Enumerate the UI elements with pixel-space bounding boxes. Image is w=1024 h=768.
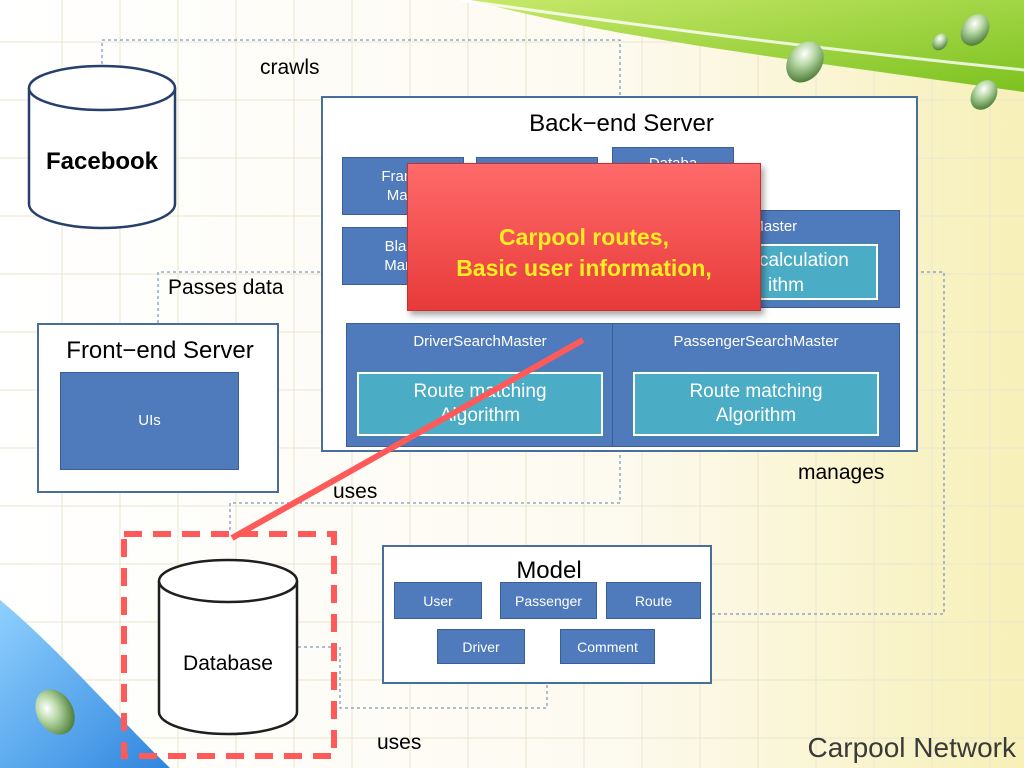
database-highlight bbox=[121, 531, 337, 759]
route-matching-right-line2: Algorithm bbox=[715, 405, 797, 426]
uses-bottom-label: uses bbox=[377, 731, 422, 754]
facebook-cylinder: Facebook bbox=[27, 64, 177, 230]
driver-search-master-label: DriverSearchMaster bbox=[413, 333, 547, 350]
model-user: User bbox=[394, 582, 482, 619]
cylinder-shape bbox=[27, 64, 177, 230]
callout-line2: Basic user information, bbox=[456, 255, 712, 281]
model-route: Route bbox=[606, 582, 701, 619]
database-cylinder-shape bbox=[157, 558, 299, 736]
route-matching-right-line1: Route matching bbox=[689, 380, 823, 402]
uses-top-connector bbox=[229, 450, 621, 530]
footer-title: Carpool Network bbox=[807, 732, 1016, 763]
model-passenger: Passenger bbox=[500, 582, 597, 619]
model-comment: Comment bbox=[560, 629, 655, 664]
route-matching-left-line1: Route matching bbox=[413, 380, 547, 402]
uses-bottom-connector bbox=[298, 646, 548, 709]
manages-label: manages bbox=[798, 461, 885, 484]
callout-box: Carpool routes, Basic user information, bbox=[407, 163, 761, 311]
uis-label: UIs bbox=[138, 412, 161, 430]
calculation-line1: calculation bbox=[759, 250, 849, 271]
passenger-search-master-label: PassengerSearchMaster bbox=[673, 333, 839, 350]
manages-connector bbox=[712, 271, 945, 615]
passes-data-label: Passes data bbox=[168, 276, 284, 299]
passes-data-connector bbox=[157, 271, 322, 323]
route-matching-left-box: Route matching Algorithm bbox=[357, 372, 603, 436]
calculation-line2: ithm bbox=[768, 275, 804, 296]
database-label: Database bbox=[183, 652, 273, 675]
model-driver: Driver bbox=[437, 629, 525, 664]
database-cylinder: Database bbox=[157, 557, 299, 737]
facebook-label: Facebook bbox=[45, 148, 159, 175]
back-end-title: Back−end Server bbox=[529, 110, 714, 137]
route-matching-right-box: Route matching Algorithm bbox=[633, 372, 879, 436]
uses-top-label: uses bbox=[333, 480, 378, 503]
uis-box: UIs bbox=[60, 372, 239, 470]
front-end-title: Front−end Server bbox=[66, 337, 254, 364]
callout-line1: Carpool routes, bbox=[499, 224, 669, 250]
model-title: Model bbox=[516, 557, 582, 584]
crawls-label: crawls bbox=[260, 56, 320, 79]
